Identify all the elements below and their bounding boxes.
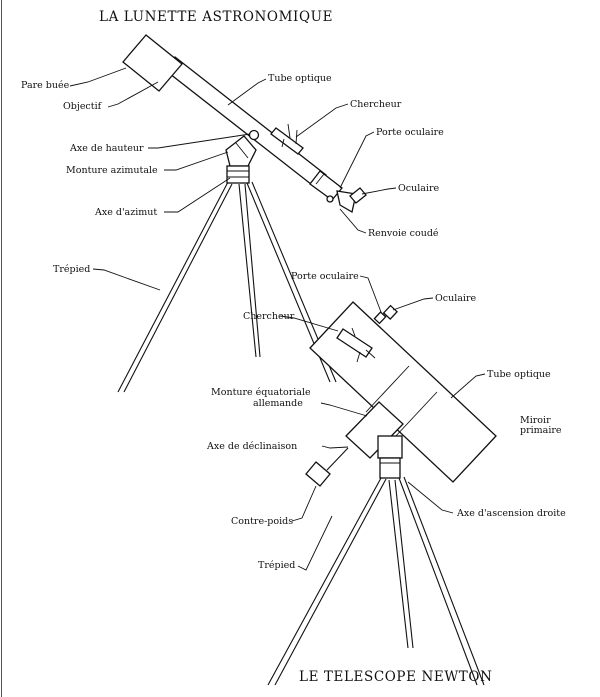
refractor-focus-knob bbox=[326, 195, 334, 203]
label-tube-optique-newton: Tube optique bbox=[487, 369, 551, 380]
label-oculaire-newton: Oculaire bbox=[435, 293, 477, 304]
label-axe-declinaison: Axe de déclinaison bbox=[206, 441, 297, 452]
label-objectif: Objectif bbox=[63, 101, 103, 112]
newton-drawing bbox=[267, 301, 497, 686]
refractor-finder bbox=[270, 127, 304, 155]
newton-equatorial-head bbox=[345, 401, 404, 459]
label-porte-oculaire-lunette: Porte oculaire bbox=[376, 127, 444, 138]
label-axe-hauteur: Axe de hauteur bbox=[69, 143, 144, 154]
label-contre-poids: Contre-poids bbox=[231, 516, 293, 527]
newton-focuser bbox=[373, 311, 387, 325]
label-oculaire-lunette: Oculaire bbox=[398, 183, 440, 194]
newton-ra-base bbox=[379, 457, 401, 479]
label-monture-allemande: allemande bbox=[253, 398, 303, 409]
refractor-tripod bbox=[117, 181, 337, 393]
newton-ra-housing bbox=[377, 435, 403, 459]
label-primaire: primaire bbox=[520, 425, 562, 436]
refractor-azimuth-head bbox=[226, 165, 250, 184]
label-trepied-lunette: Trépied bbox=[53, 264, 90, 275]
label-monture-azimutale: Monture azimutale bbox=[66, 165, 158, 176]
newton-leader-lines bbox=[279, 275, 486, 571]
newton-eyepiece bbox=[382, 304, 398, 320]
label-miroir: Miroir bbox=[520, 415, 551, 426]
label-chercheur-lunette: Chercheur bbox=[350, 99, 402, 110]
title-lunette: LA LUNETTE ASTRONOMIQUE bbox=[99, 9, 333, 25]
newton-finder bbox=[336, 328, 373, 358]
label-trepied-newton: Trépied bbox=[258, 560, 295, 571]
refractor-altaz-fork bbox=[225, 135, 257, 167]
label-axe-azimut: Axe d'azimut bbox=[94, 207, 157, 218]
newton-declination-shaft bbox=[326, 447, 349, 471]
refractor-leader-lines bbox=[69, 67, 397, 291]
newton-counterweight bbox=[305, 461, 331, 487]
label-monture-equatoriale: Monture équatoriale bbox=[211, 387, 311, 398]
title-newton: LE TELESCOPE NEWTON bbox=[299, 669, 493, 685]
label-chercheur-newton: Chercheur bbox=[243, 311, 295, 322]
label-pare-buee: Pare buée bbox=[21, 80, 70, 91]
newton-tripod bbox=[267, 476, 485, 686]
refractor-eyepiece bbox=[349, 187, 367, 204]
refractor-dew-shield bbox=[122, 34, 183, 92]
label-porte-oculaire-newton: Porte oculaire bbox=[291, 271, 359, 282]
refractor-drawing bbox=[117, 34, 367, 393]
newton-optical-tube bbox=[309, 301, 497, 483]
refractor-altitude-axis bbox=[248, 129, 260, 141]
label-renvoie-coude: Renvoie coudé bbox=[368, 228, 439, 239]
label-axe-ascension-droite: Axe d'ascension droite bbox=[456, 508, 566, 519]
label-tube-optique-lunette: Tube optique bbox=[268, 73, 332, 84]
